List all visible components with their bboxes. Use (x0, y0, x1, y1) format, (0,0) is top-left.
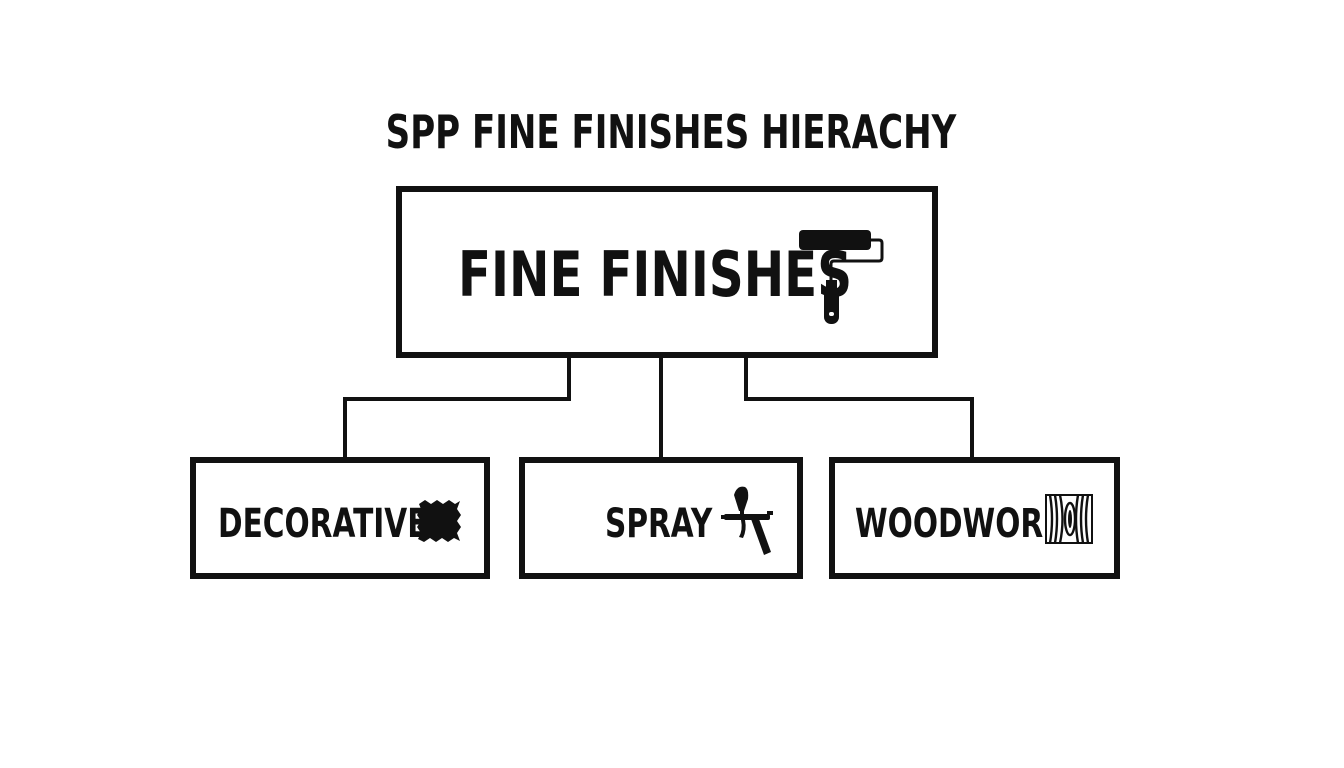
child-node-decorative: DECORATIVE (190, 457, 490, 579)
connector-decorative (343, 356, 571, 459)
connector-woodwork (744, 356, 974, 459)
root-node-label: FINE FINISHES (458, 238, 853, 311)
child-node-spray: SPRAY (519, 457, 803, 579)
paint-roller-icon (799, 230, 884, 324)
child-node-label: WOODWORK (855, 501, 1067, 547)
texture-swatch-icon (417, 500, 461, 542)
spray-gun-icon (721, 486, 773, 555)
root-node-fine-finishes: FINE FINISHES (396, 186, 938, 358)
child-node-label: SPRAY (605, 501, 713, 547)
wood-grain-icon (1045, 494, 1093, 544)
child-node-woodwork: WOODWORK (829, 457, 1120, 579)
child-node-label: DECORATIVE (218, 501, 428, 547)
diagram-title: SPP FINE FINISHES HIERACHY (385, 105, 957, 159)
